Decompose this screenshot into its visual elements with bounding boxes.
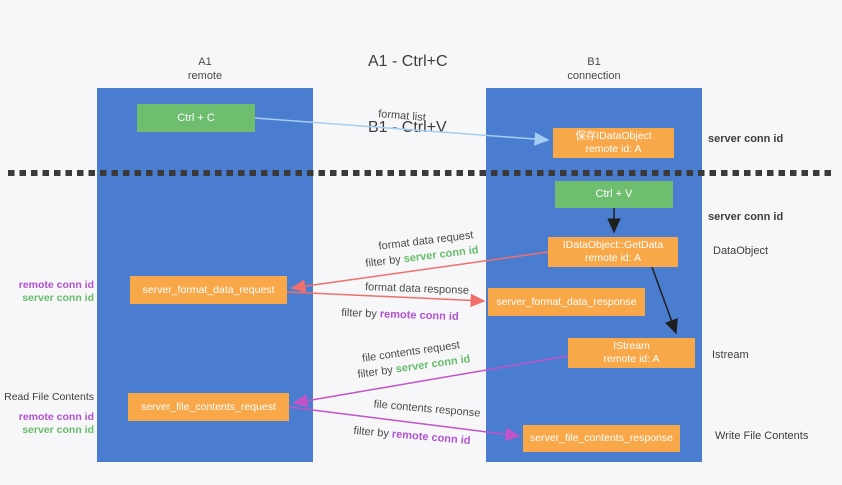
diagram-title: A1 - Ctrl+C B1 - Ctrl+V — [368, 7, 448, 183]
label-filter-remote-conn-1: filter by remote conn id — [341, 307, 459, 323]
node-ctrl-v: Ctrl + V — [555, 181, 673, 208]
lane-b1-id: B1 — [587, 56, 601, 68]
label-server-conn-id-mid: server conn id — [708, 211, 784, 223]
label-remote-conn-id-left-2: remote conn id — [18, 411, 94, 423]
label-istream: Istream — [712, 349, 749, 361]
node-server-file-contents-request: server_file_contents_request — [128, 393, 289, 421]
title-line-1: A1 - Ctrl+C — [368, 53, 448, 70]
separator-dotted-line — [8, 170, 835, 176]
label-server-conn-id-top: server conn id — [708, 133, 784, 145]
node-save-idataobject: 保存IDataObject remote id: A — [553, 128, 674, 158]
label-file-contents-response: file contents response — [373, 398, 481, 420]
lane-a1-id: A1 — [198, 56, 212, 68]
remote-conn-id-text: remote conn id — [379, 308, 459, 324]
label-server-conn-id-left-1: server conn id — [22, 292, 94, 304]
node-getdata-line2: remote id: A — [584, 252, 641, 264]
node-getdata-line1: IDataObject::GetData — [562, 239, 664, 251]
node-server-format-data-response: server_format_data_response — [488, 288, 645, 316]
label-filter-remote-conn-2: filter by remote conn id — [353, 425, 471, 447]
node-save-idataobject-line1: 保存IDataObject — [575, 130, 652, 142]
node-idataobject-getdata: IDataObject::GetData remote id: A — [548, 237, 678, 267]
lane-b1-role: connection — [567, 70, 621, 82]
node-save-idataobject-line2: remote id: A — [585, 143, 642, 155]
node-istream: IStream remote id: A — [568, 338, 695, 368]
node-server-format-data-request: server_format_data_request — [130, 276, 287, 304]
lane-header-a1: A1 remote — [97, 55, 313, 83]
node-server-file-contents-response: server_file_contents_response — [523, 425, 680, 452]
node-istream-line2: remote id: A — [603, 353, 660, 365]
lane-header-b1: B1 connection — [486, 55, 702, 83]
label-remote-conn-id-left-1: remote conn id — [18, 279, 94, 291]
filter-by-text: filter by — [341, 306, 381, 321]
filter-by-text: filter by — [356, 363, 397, 381]
label-write-file-contents: Write File Contents — [715, 430, 809, 442]
node-istream-line1: IStream — [613, 340, 650, 352]
label-read-file-contents: Read File Contents — [4, 391, 94, 403]
label-server-conn-id-left-2: server conn id — [22, 424, 94, 436]
remote-conn-id-text: remote conn id — [391, 428, 471, 448]
node-ctrl-c: Ctrl + C — [137, 104, 255, 132]
label-dataobject: DataObject — [713, 245, 769, 257]
filter-by-text: filter by — [364, 253, 405, 270]
lane-a1-role: remote — [187, 70, 223, 82]
label-format-data-response: format data response — [364, 281, 470, 297]
filter-by-text: filter by — [353, 424, 393, 441]
